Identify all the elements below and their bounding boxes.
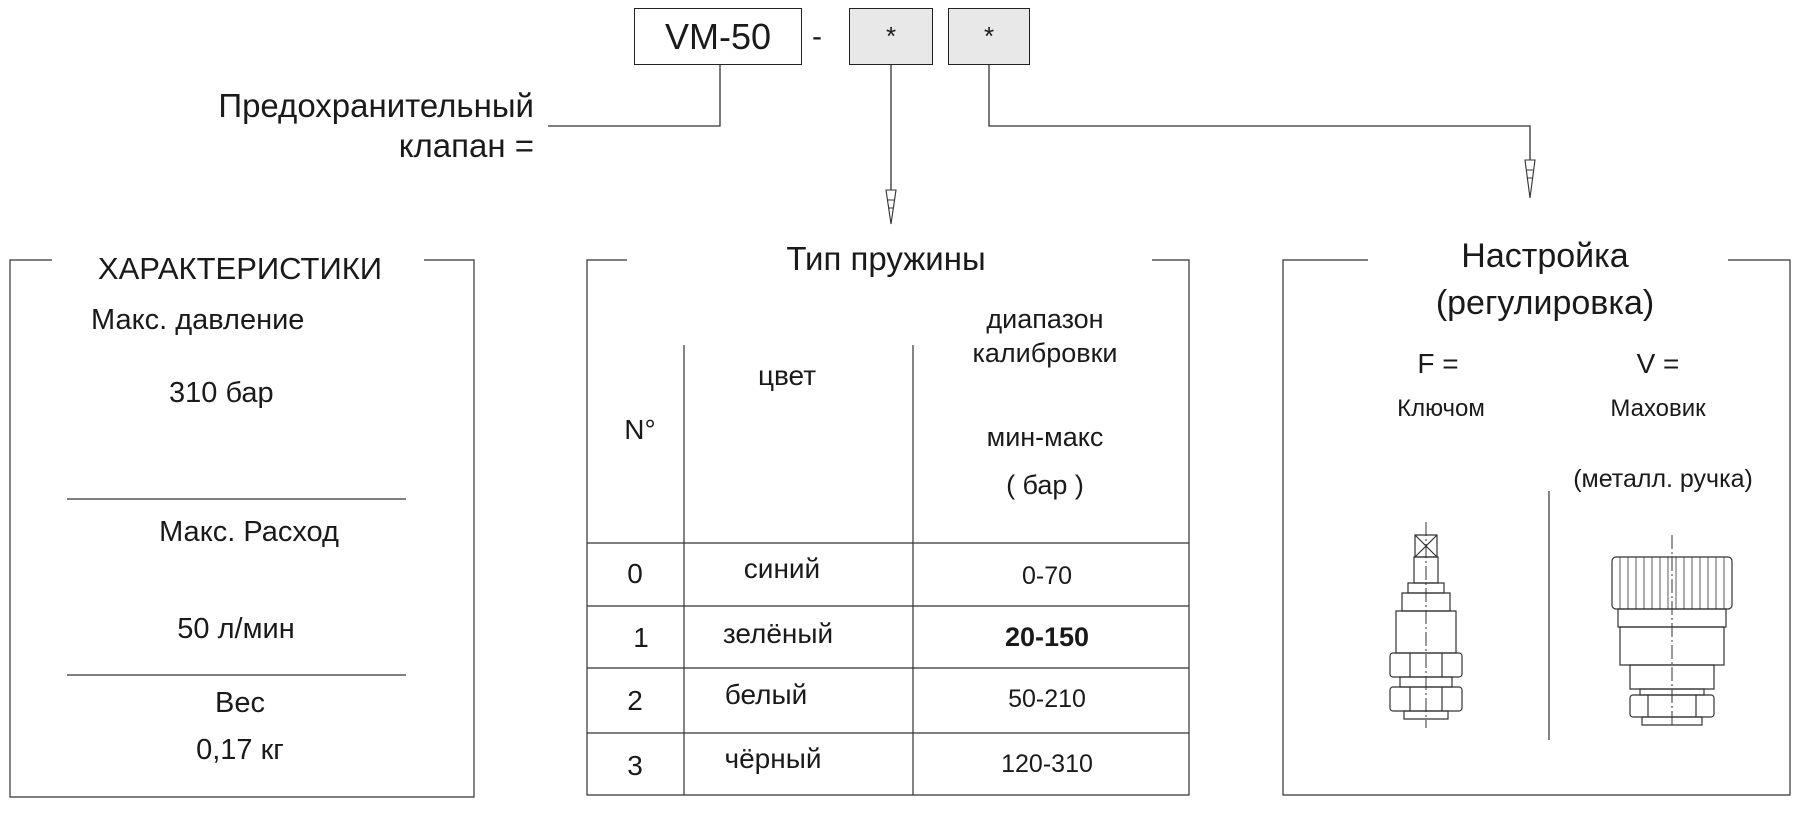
spring-code-placeholder: * — [885, 21, 897, 51]
wrench-adjust-valve-icon — [1390, 522, 1462, 728]
table-cell-range: 120-310 — [1001, 750, 1093, 778]
weight-label: Вес — [215, 687, 265, 719]
weight-value: 0,17 кг — [196, 734, 284, 766]
option-v-name: Маховик — [1610, 395, 1706, 422]
column-header-range-line3: мин-макс — [986, 422, 1104, 452]
arrowheads — [886, 160, 1535, 224]
adjust-title-line2: (регулировка) — [1435, 284, 1655, 322]
table-cell-color: чёрный — [724, 743, 822, 774]
adjust-code-placeholder: * — [983, 21, 995, 51]
panel-spring-frame — [587, 260, 1189, 795]
max-flow-label: Макс. Расход — [159, 516, 339, 548]
valve-label-line1: Предохранительный — [218, 87, 534, 124]
option-v-note: (металл. ручка) — [1573, 465, 1753, 493]
option-f-code: F = — [1417, 348, 1459, 379]
table-cell-range: 0-70 — [1021, 562, 1073, 590]
arrow-spring — [886, 190, 896, 224]
table-cell-range: 50-210 — [1008, 685, 1086, 713]
column-header-range-line1: диапазон — [986, 304, 1104, 334]
handwheel-valve-icon — [1612, 535, 1732, 728]
spring-code-box: * — [849, 8, 933, 65]
max-pressure-value: 310 бар — [169, 377, 274, 409]
table-cell-number: 0 — [627, 558, 643, 589]
valve-label-line2: клапан = — [398, 127, 534, 164]
characteristics-title: ХАРАКТЕРИСТИКИ — [97, 251, 383, 286]
column-header-range-line2: калибровки — [972, 338, 1118, 368]
panel-adjust-frame — [1283, 260, 1790, 795]
table-cell-number: 3 — [627, 750, 643, 781]
panel-characteristics-frame — [10, 260, 474, 797]
table-cell-range: 20-150 — [1004, 622, 1090, 652]
option-f-name: Ключом — [1397, 395, 1485, 422]
adjust-title-line1: Настройка — [1461, 237, 1629, 275]
table-cell-number: 2 — [627, 685, 643, 716]
arrow-adjust — [1525, 160, 1535, 198]
table-cell-color: зелёный — [722, 618, 834, 649]
spring-title: Тип пружины — [786, 240, 986, 277]
option-v-code: V = — [1636, 348, 1680, 379]
leader-adjust — [989, 65, 1530, 160]
adjust-code-box: * — [948, 8, 1030, 65]
column-header-number: N° — [624, 414, 656, 445]
table-cell-color: белый — [724, 679, 808, 710]
model-code-box: VM-50 — [634, 8, 802, 65]
column-header-range-line4: ( бар ) — [1006, 470, 1084, 500]
column-header-color: цвет — [757, 360, 817, 391]
max-flow-value: 50 л/мин — [177, 613, 295, 645]
max-pressure-label: Макс. давление — [91, 304, 305, 336]
code-separator: - — [812, 20, 822, 53]
table-cell-number: 1 — [633, 622, 649, 653]
table-cell-color: синий — [743, 553, 821, 584]
leader-model — [548, 65, 720, 126]
model-code: VM-50 — [664, 15, 772, 57]
